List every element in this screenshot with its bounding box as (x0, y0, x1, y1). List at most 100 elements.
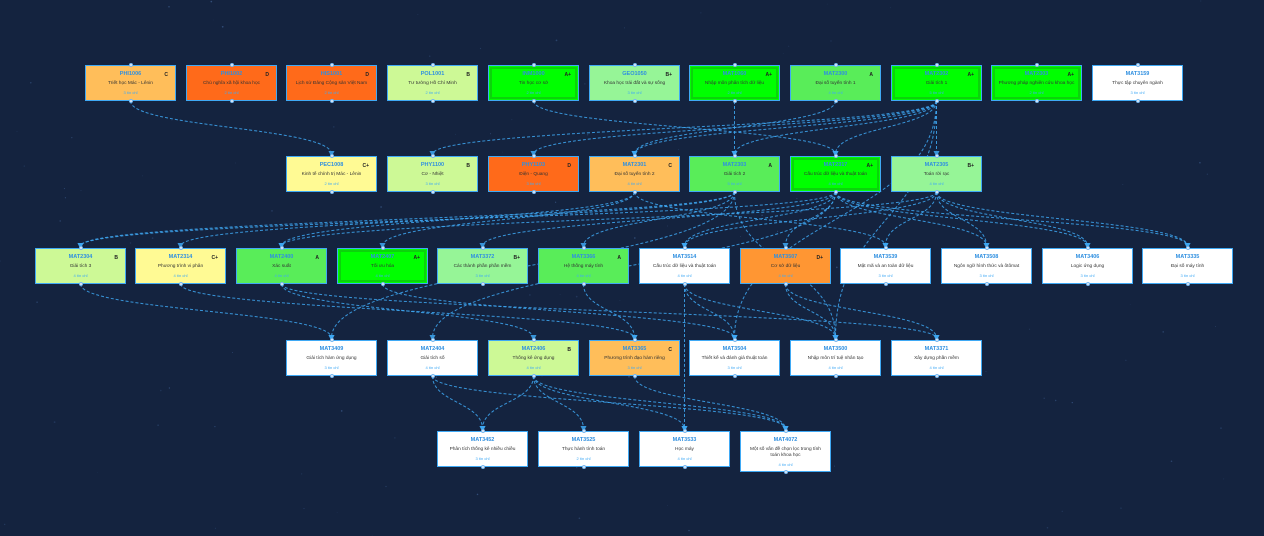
connector-port-top[interactable] (178, 246, 183, 250)
connector-port-bottom[interactable] (329, 190, 334, 194)
connector-port-top[interactable] (128, 63, 133, 67)
connector-port-bottom[interactable] (128, 99, 133, 103)
connector-port-bottom[interactable] (1135, 99, 1140, 103)
connector-port-top[interactable] (883, 246, 888, 250)
connector-port-bottom[interactable] (934, 374, 939, 378)
connector-port-top[interactable] (732, 154, 737, 158)
connector-port-top[interactable] (1185, 246, 1190, 250)
connector-port-top[interactable] (480, 429, 485, 433)
connector-port-bottom[interactable] (329, 374, 334, 378)
connector-port-bottom[interactable] (632, 374, 637, 378)
connector-port-top[interactable] (934, 338, 939, 342)
connector-port-top[interactable] (833, 338, 838, 342)
connector-port-top[interactable] (581, 429, 586, 433)
connector-port-top[interactable] (732, 63, 737, 67)
connector-port-bottom[interactable] (934, 190, 939, 194)
connector-port-top[interactable] (632, 338, 637, 342)
connector-port-bottom[interactable] (430, 99, 435, 103)
connector-port-bottom[interactable] (883, 282, 888, 286)
connector-port-bottom[interactable] (1185, 282, 1190, 286)
connector-port-bottom[interactable] (833, 374, 838, 378)
connector-port-top[interactable] (279, 246, 284, 250)
connector-port-bottom[interactable] (531, 190, 536, 194)
connector-port-top[interactable] (78, 246, 83, 250)
connector-port-top[interactable] (531, 338, 536, 342)
connector-port-top[interactable] (984, 246, 989, 250)
connector-port-bottom[interactable] (581, 465, 586, 469)
connector-port-top[interactable] (1085, 246, 1090, 250)
connector-port-bottom[interactable] (78, 282, 83, 286)
connector-port-top[interactable] (934, 154, 939, 158)
connector-port-bottom[interactable] (480, 282, 485, 286)
connector-port-bottom[interactable] (632, 190, 637, 194)
connector-port-top[interactable] (329, 338, 334, 342)
connector-port-bottom[interactable] (732, 99, 737, 103)
connector-port-bottom[interactable] (682, 282, 687, 286)
connector-port-bottom[interactable] (783, 282, 788, 286)
connector-port-top[interactable] (581, 246, 586, 250)
connector-port-bottom[interactable] (329, 99, 334, 103)
connector-port-top[interactable] (329, 154, 334, 158)
connector-port-top[interactable] (934, 63, 939, 67)
connector-port-bottom[interactable] (934, 99, 939, 103)
connector-port-bottom[interactable] (178, 282, 183, 286)
connector-port-top[interactable] (682, 246, 687, 250)
connector-port-top[interactable] (1034, 63, 1039, 67)
connector-port-top[interactable] (632, 63, 637, 67)
connector-port-top[interactable] (682, 429, 687, 433)
connector-port-top[interactable] (531, 154, 536, 158)
connector-port-bottom[interactable] (732, 190, 737, 194)
connector-port-bottom[interactable] (380, 282, 385, 286)
connector-port-top[interactable] (430, 63, 435, 67)
connector-port-top[interactable] (430, 338, 435, 342)
connector-port-bottom[interactable] (682, 465, 687, 469)
connector-port-top[interactable] (632, 154, 637, 158)
connector-port-top[interactable] (732, 338, 737, 342)
connector-port-bottom[interactable] (531, 99, 536, 103)
connector-port-bottom[interactable] (984, 282, 989, 286)
connector-port-bottom[interactable] (581, 282, 586, 286)
connector-port-bottom[interactable] (1034, 99, 1039, 103)
connector-port-top[interactable] (430, 154, 435, 158)
connector-port-bottom[interactable] (783, 470, 788, 474)
connector-port-bottom[interactable] (480, 465, 485, 469)
connector-port-top[interactable] (380, 246, 385, 250)
connector-port-top[interactable] (229, 63, 234, 67)
connector-port-bottom[interactable] (430, 374, 435, 378)
connector-port-top[interactable] (833, 154, 838, 158)
connector-port-top[interactable] (783, 429, 788, 433)
